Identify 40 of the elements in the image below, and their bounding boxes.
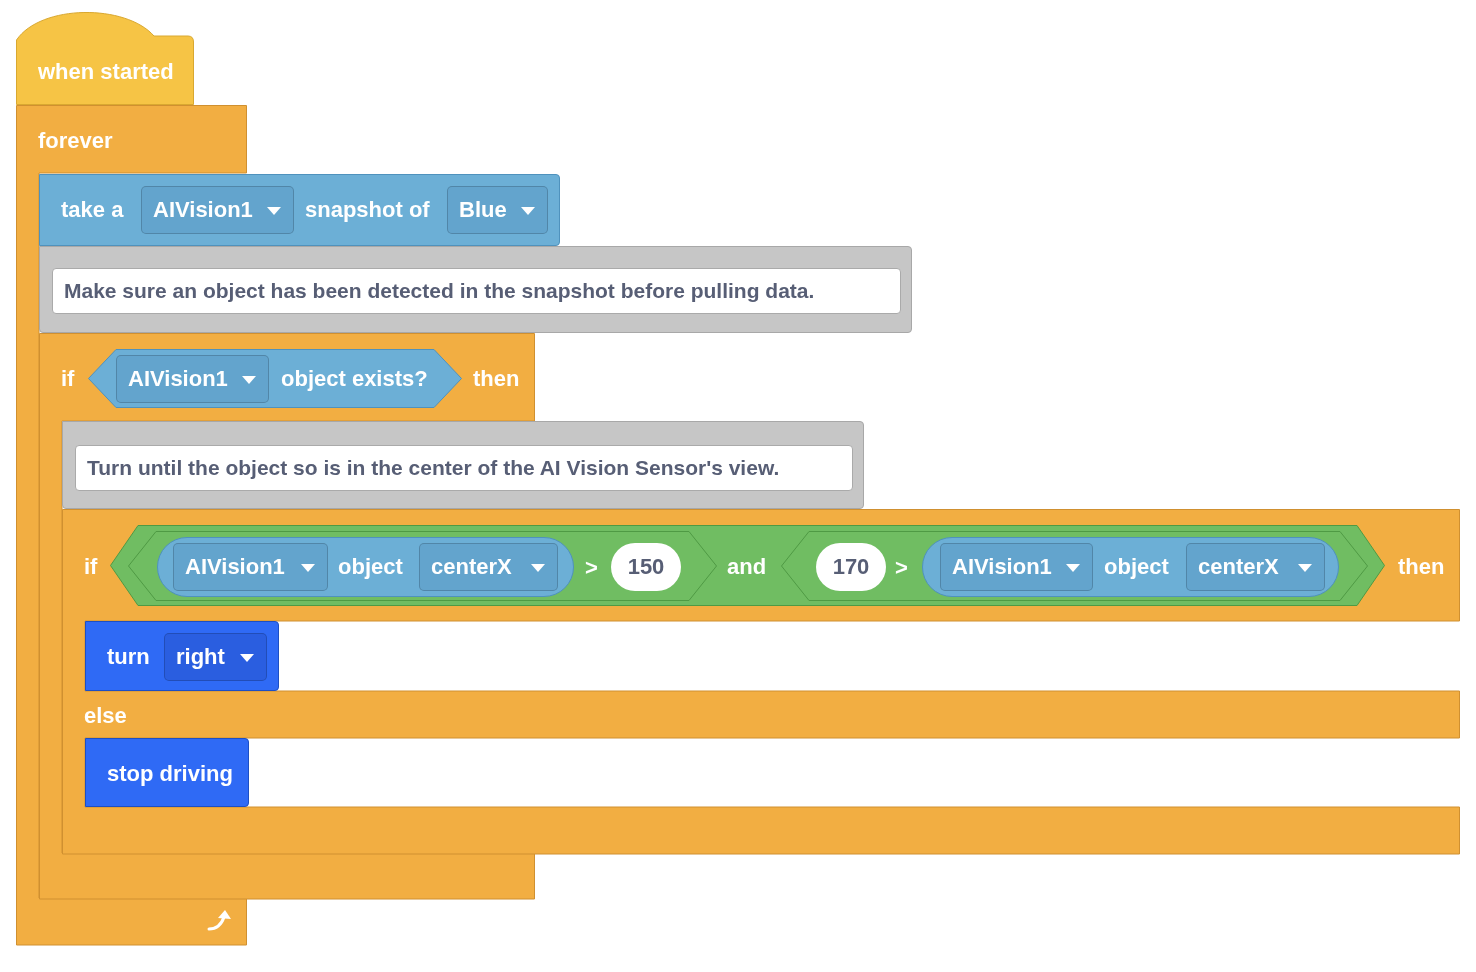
block-label: then [473, 365, 520, 393]
comment-text: Make sure an object has been detected in the snapshot before pulling data. [52, 268, 901, 314]
event-hat-block [16, 12, 194, 105]
dropdown: AIVision1 [116, 355, 269, 403]
block-label: turn [107, 643, 150, 671]
if-else-block [62, 509, 1460, 854]
block-label: when started [38, 58, 174, 86]
reporter-block [922, 537, 1339, 597]
comment-text: Turn until the object so is in the center of the AI Vision Sensor's view. [75, 445, 853, 491]
and-operator-block [110, 525, 1385, 606]
block-label: if [61, 365, 75, 393]
block-label: snapshot of [305, 196, 430, 224]
comment-block [62, 421, 864, 509]
block-label: stop driving [107, 760, 233, 788]
block-label: object exists? [281, 365, 428, 393]
dropdown: right [164, 633, 267, 681]
comparison-block [128, 531, 717, 601]
operator-label: > [585, 554, 598, 582]
block-label: if [84, 553, 98, 581]
command-block [85, 621, 279, 691]
dropdown: AIVision1 [141, 186, 294, 234]
dropdown: Blue [447, 186, 548, 234]
block-label: forever [38, 127, 113, 155]
block-label: else [84, 702, 127, 730]
boolean-block [88, 349, 462, 408]
command-block [85, 738, 249, 807]
dropdown: centerX [419, 543, 558, 591]
block-label: and [727, 553, 767, 581]
operator-label: > [895, 554, 908, 582]
comment-block [39, 246, 912, 333]
block-label: object [338, 553, 403, 581]
dropdown: AIVision1 [940, 543, 1093, 591]
dropdown: centerX [1186, 543, 1325, 591]
comparison-block [781, 531, 1368, 601]
dropdown: AIVision1 [173, 543, 328, 591]
reporter-block [157, 537, 574, 597]
block-label: object [1104, 553, 1169, 581]
block-label: then [1398, 553, 1445, 581]
command-block [39, 174, 560, 246]
block-label: take a [61, 196, 124, 224]
